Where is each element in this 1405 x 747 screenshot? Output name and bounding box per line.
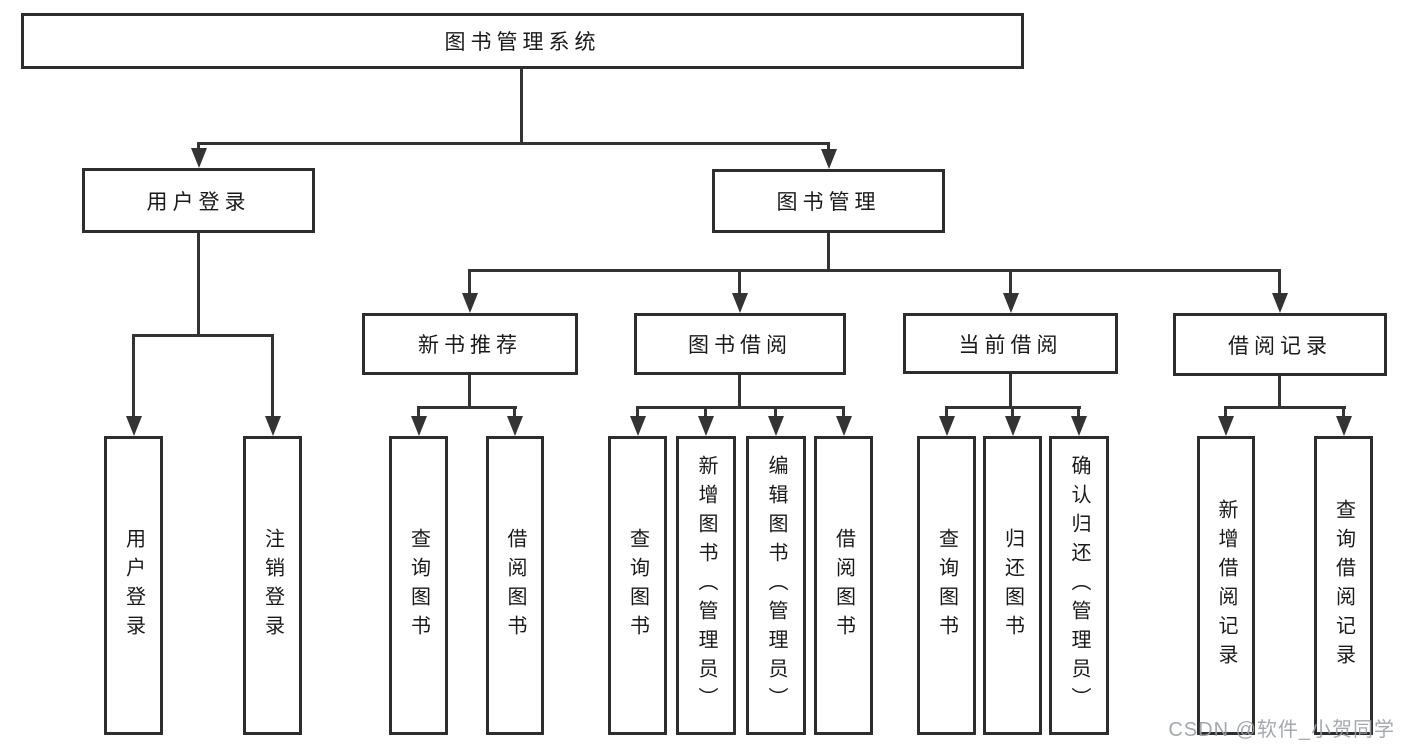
connector-drop bbox=[197, 142, 200, 152]
connector-bar-book-management bbox=[468, 269, 1281, 272]
leaf-edit-book-admin: 编辑图书（管理员） bbox=[746, 436, 806, 735]
arrowhead-icon bbox=[768, 416, 784, 436]
leaf-add-borrow-record: 新增借阅记录 bbox=[1197, 436, 1255, 735]
leaf-borrow-books-label: 借阅图书 bbox=[832, 527, 855, 644]
node-current-borrow-label: 当前借阅 bbox=[958, 333, 1063, 357]
watermark: CSDN @软件_小贺同学 bbox=[1168, 719, 1395, 741]
arrowhead-icon bbox=[126, 416, 142, 436]
arrowhead-icon bbox=[1005, 416, 1021, 436]
connector-bar-new-book-recommend bbox=[417, 406, 517, 409]
connector-drop bbox=[417, 406, 420, 418]
connector-bar-book-borrow bbox=[636, 406, 845, 409]
connector-drop bbox=[774, 406, 777, 418]
connector-bar-borrow-records bbox=[1224, 406, 1346, 409]
leaf-query-books-recommend: 查询图书 bbox=[389, 436, 448, 735]
connector-drop bbox=[1278, 269, 1281, 295]
leaf-confirm-return-admin-label: 确认归还（管理员） bbox=[1068, 455, 1090, 716]
node-new-book-recommend: 新书推荐 bbox=[362, 313, 578, 375]
node-user-login: 用户登录 bbox=[82, 168, 315, 233]
connector-drop bbox=[513, 406, 516, 418]
arrowhead-icon bbox=[732, 293, 748, 313]
node-root: 图书管理系统 bbox=[21, 13, 1024, 69]
connector-stem-user-login bbox=[197, 233, 200, 337]
connector-drop bbox=[1224, 406, 1227, 418]
node-book-management-label: 图书管理 bbox=[776, 191, 881, 214]
leaf-borrow-books: 借阅图书 bbox=[814, 436, 873, 735]
arrowhead-icon bbox=[698, 416, 714, 436]
connector-drop bbox=[704, 406, 707, 418]
connector-bar-root bbox=[197, 142, 830, 145]
arrowhead-icon bbox=[1003, 293, 1019, 313]
arrowhead-icon bbox=[507, 416, 523, 436]
node-borrow-records: 借阅记录 bbox=[1173, 313, 1387, 376]
leaf-edit-book-admin-label: 编辑图书（管理员） bbox=[765, 455, 787, 716]
connector-drop bbox=[468, 269, 471, 295]
connector-drop bbox=[636, 406, 639, 418]
leaf-add-book-admin: 新增图书（管理员） bbox=[676, 436, 736, 735]
node-book-management: 图书管理 bbox=[712, 169, 945, 233]
leaf-user-login: 用户登录 bbox=[104, 436, 163, 735]
leaf-query-books-current: 查询图书 bbox=[917, 436, 976, 735]
leaf-add-borrow-record-label: 新增借阅记录 bbox=[1215, 498, 1237, 673]
connector-stem-borrow-records bbox=[1278, 375, 1281, 409]
node-book-borrow: 图书借阅 bbox=[634, 313, 846, 375]
arrowhead-icon bbox=[1272, 293, 1288, 313]
arrowhead-icon bbox=[1336, 416, 1352, 436]
connector-drop bbox=[1077, 406, 1080, 418]
leaf-query-books-borrow-label: 查询图书 bbox=[626, 527, 649, 644]
leaf-borrow-books-recommend: 借阅图书 bbox=[486, 436, 544, 735]
arrowhead-icon bbox=[630, 416, 646, 436]
connector-drop bbox=[1011, 406, 1014, 418]
node-borrow-records-label: 借阅记录 bbox=[1228, 334, 1332, 358]
leaf-query-borrow-record: 查询借阅记录 bbox=[1314, 436, 1373, 735]
leaf-query-books-recommend-label: 查询图书 bbox=[407, 527, 430, 644]
leaf-query-books-borrow: 查询图书 bbox=[608, 436, 667, 735]
leaf-confirm-return-admin: 确认归还（管理员） bbox=[1049, 436, 1109, 735]
arrowhead-icon bbox=[411, 416, 427, 436]
arrowhead-icon bbox=[265, 416, 281, 436]
connector-stem-new-book-recommend bbox=[468, 375, 471, 409]
node-current-borrow: 当前借阅 bbox=[903, 313, 1118, 374]
connector-bar-user-login bbox=[132, 334, 274, 337]
leaf-user-login-label: 用户登录 bbox=[122, 527, 145, 644]
connector-drop bbox=[842, 406, 845, 418]
node-user-login-label: 用户登录 bbox=[146, 190, 251, 214]
arrowhead-icon bbox=[1218, 416, 1234, 436]
connector-drop bbox=[132, 334, 135, 418]
leaf-query-borrow-record-label: 查询借阅记录 bbox=[1332, 498, 1355, 673]
connector-stem-root bbox=[520, 69, 523, 145]
connector-stem-book-management bbox=[827, 233, 830, 272]
arrowhead-icon bbox=[836, 416, 852, 436]
node-root-label: 图书管理系统 bbox=[444, 31, 601, 54]
connector-drop bbox=[1009, 269, 1012, 295]
leaf-logout-label: 注销登录 bbox=[261, 527, 284, 644]
arrowhead-icon bbox=[939, 416, 955, 436]
leaf-add-book-admin-label: 新增图书（管理员） bbox=[695, 455, 717, 716]
connector-drop bbox=[271, 334, 274, 418]
leaf-return-books-label: 归还图书 bbox=[1001, 527, 1024, 644]
connector-stem-current-borrow bbox=[1009, 373, 1012, 409]
arrowhead-icon bbox=[462, 293, 478, 313]
leaf-return-books: 归还图书 bbox=[983, 436, 1042, 735]
leaf-borrow-books-recommend-label: 借阅图书 bbox=[504, 527, 526, 644]
arrowhead-icon bbox=[821, 149, 837, 169]
node-new-book-recommend-label: 新书推荐 bbox=[418, 334, 522, 357]
leaf-logout: 注销登录 bbox=[243, 436, 302, 735]
arrowhead-icon bbox=[191, 148, 207, 168]
connector-drop bbox=[1342, 406, 1345, 418]
node-book-borrow-label: 图书借阅 bbox=[688, 334, 792, 357]
connector-drop bbox=[738, 269, 741, 295]
connector-stem-book-borrow bbox=[738, 375, 741, 409]
connector-drop bbox=[945, 406, 948, 418]
connector-drop bbox=[827, 142, 830, 153]
leaf-query-books-current-label: 查询图书 bbox=[935, 527, 958, 644]
arrowhead-icon bbox=[1071, 416, 1087, 436]
